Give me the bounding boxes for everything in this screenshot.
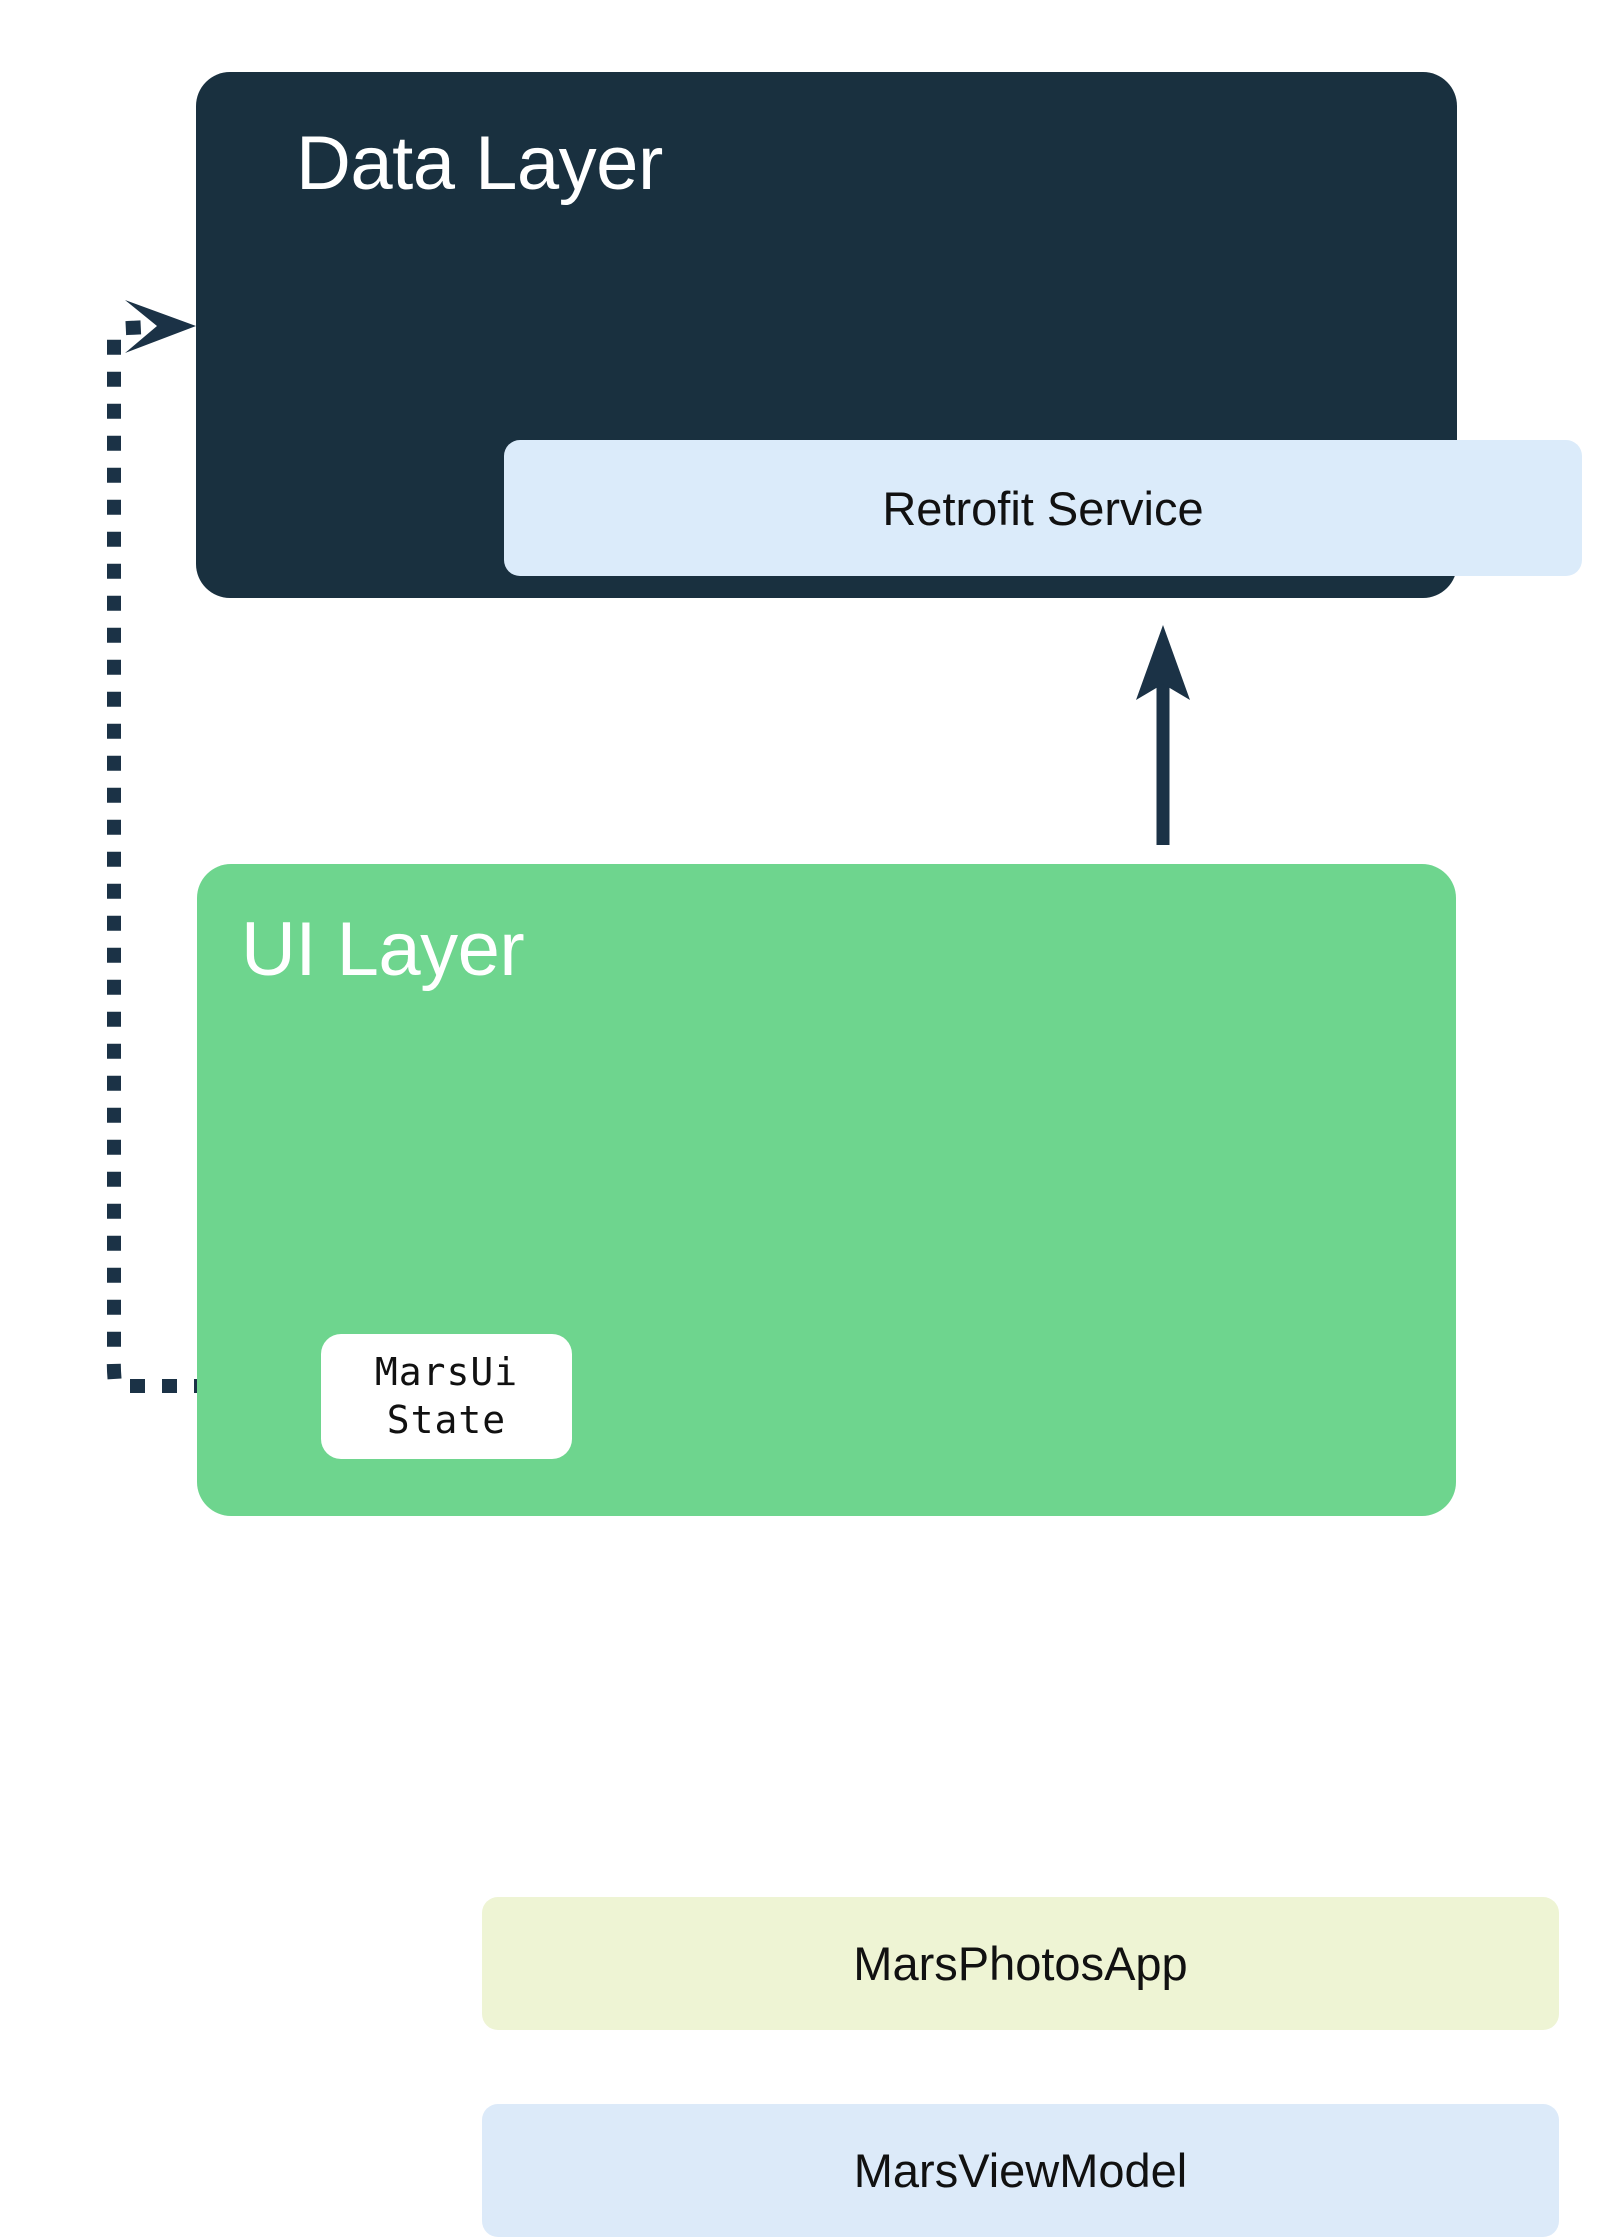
dotted-connector-arrowhead <box>125 300 196 353</box>
mars-ui-state-chip[interactable]: MarsUi State <box>321 1334 572 1459</box>
ui-layer-title: UI Layer <box>241 907 525 992</box>
mars-photos-app-node[interactable]: MarsPhotosApp <box>482 1897 1559 2030</box>
mars-ui-state-line-1: MarsUi <box>374 1350 519 1394</box>
mars-ui-state-line-2: State <box>386 1397 507 1442</box>
data-layer-container[interactable]: Data Layer Retrofit Service <box>196 72 1582 598</box>
solid-connector-arrowhead <box>1136 625 1190 700</box>
architecture-diagram: Data Layer Retrofit Service UI Layer Mar… <box>107 72 1582 2237</box>
dotted-connector-path <box>107 318 337 1393</box>
data-layer-title: Data Layer <box>296 121 663 206</box>
connector-layer <box>107 300 1190 1393</box>
retrofit-service-node[interactable]: Retrofit Service <box>504 440 1582 576</box>
mars-view-model-node[interactable]: MarsViewModel <box>482 2104 1559 2237</box>
